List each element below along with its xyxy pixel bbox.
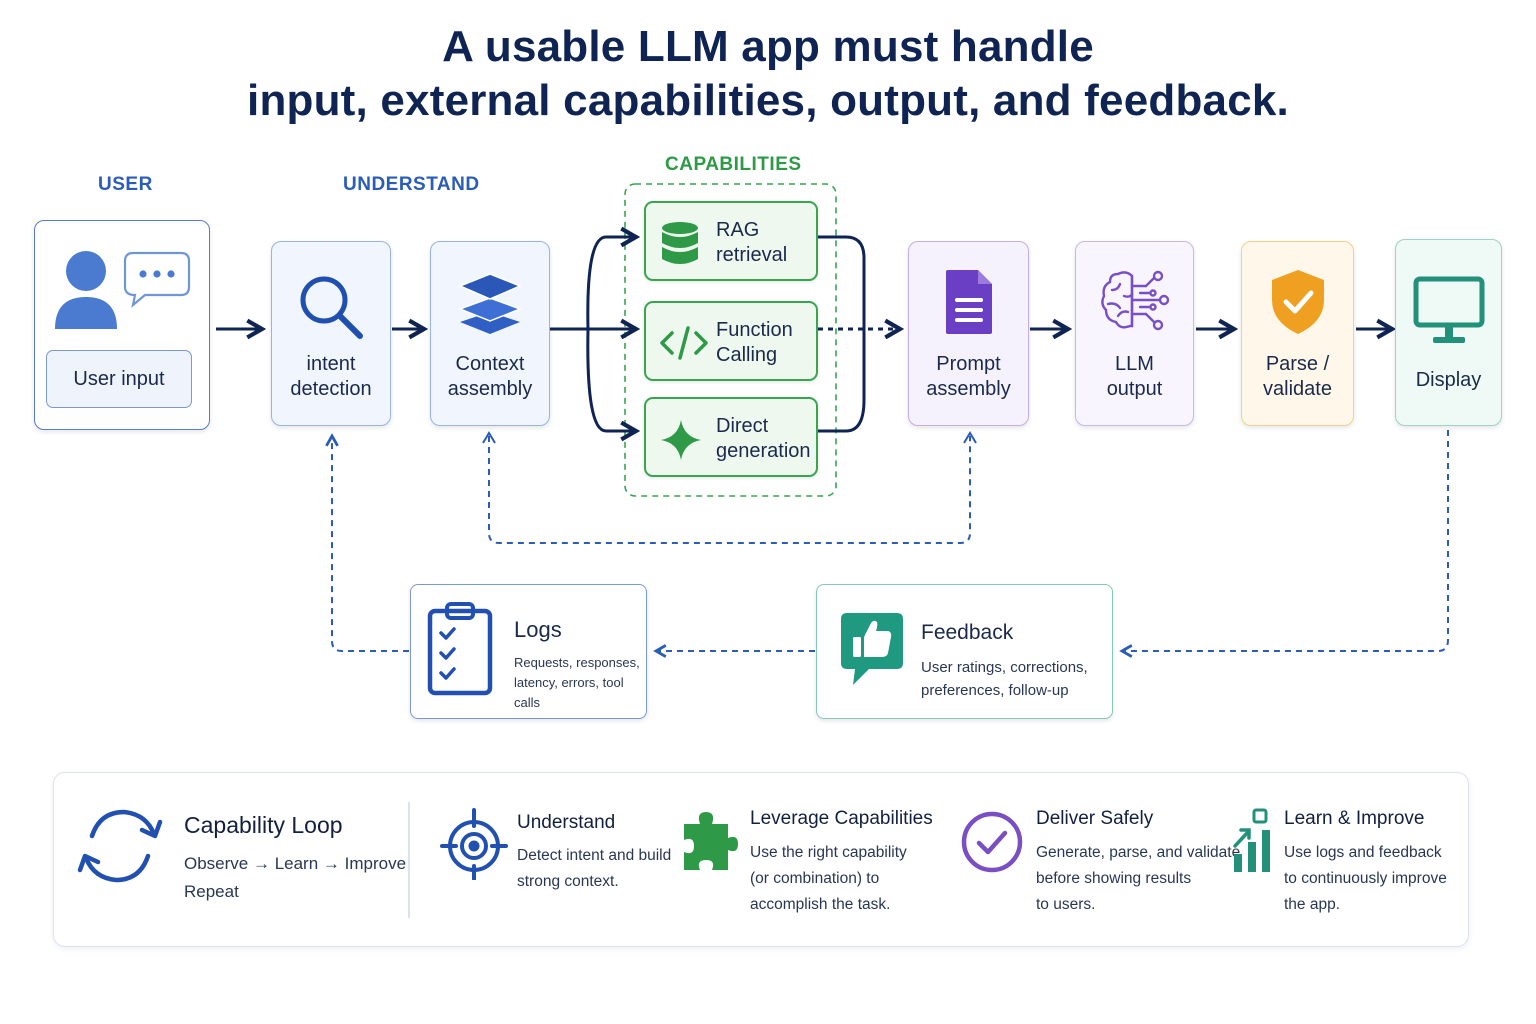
refresh-cycle-icon: [76, 806, 164, 891]
rag-label-line2: retrieval: [716, 244, 788, 266]
deliver-title: Deliver Safely: [1036, 808, 1154, 829]
context-assembly-line2: assembly: [447, 378, 533, 400]
page-title-line-2: input, external capabilities, output, an…: [247, 76, 1289, 125]
code-icon: [660, 325, 708, 366]
leverage-line3: accomplish the task.: [750, 896, 891, 913]
user-input-box[interactable]: User input: [46, 350, 192, 408]
logs-desc-line2: latency, errors, tool calls: [514, 675, 624, 710]
dashed-display-to-feedback: [1122, 430, 1449, 651]
check-circle-icon: [960, 808, 1024, 879]
thumbs-up-icon: [839, 611, 905, 692]
document-icon: [944, 268, 994, 341]
summary-panel: [53, 772, 1469, 947]
deliver-line3: to users.: [1036, 896, 1096, 913]
leverage-title: Leverage Capabilities: [750, 808, 933, 829]
prompt-assembly-line2: assembly: [926, 378, 1011, 400]
logs-desc-line1: Requests, responses,: [514, 655, 640, 670]
growth-chart-icon: [1232, 808, 1274, 879]
feedback-desc-line2: preferences, follow-up: [921, 682, 1069, 699]
intent-detection-line2: detection: [290, 378, 372, 400]
intent-detection-line1: intent: [306, 353, 356, 375]
deliver-line1: Generate, parse, and validate: [1036, 844, 1241, 861]
rag-label-line1: RAG: [716, 219, 760, 241]
parse-validate-line2: validate: [1263, 378, 1332, 400]
prompt-assembly-line1: Prompt: [936, 353, 1001, 375]
capabilities-group-border: [624, 183, 837, 497]
arrowhead-up-prompt: [963, 431, 977, 444]
monitor-icon: [1413, 276, 1485, 353]
llm-output-line2: output: [1106, 378, 1163, 400]
prompt-assembly-node: Prompt assembly: [908, 241, 1029, 426]
parse-validate-line1: Parse /: [1265, 353, 1330, 375]
context-assembly-line1: Context: [455, 353, 525, 375]
function-label-line1: Function: [716, 319, 793, 341]
direct-label-line1: Direct: [716, 415, 769, 437]
dashed-logs-to-intent: [332, 436, 409, 652]
feedback-desc-line1: User ratings, corrections,: [921, 659, 1088, 676]
capability-loop-title: Capability Loop: [184, 812, 343, 838]
parse-validate-node: Parse / validate: [1241, 241, 1354, 426]
feedback-card: Feedback User ratings, corrections, pref…: [816, 584, 1113, 719]
arrow-to-rag: [586, 237, 636, 330]
brain-circuit-icon: [1098, 268, 1172, 339]
section-label-capabilities: CAPABILITIES: [665, 154, 802, 175]
leverage-line1: Use the right capability: [750, 844, 907, 861]
logs-title: Logs: [514, 617, 562, 642]
user-node: User input: [34, 220, 210, 430]
display-node: Display: [1395, 239, 1502, 426]
puzzle-icon: [680, 808, 738, 879]
loop-context-prompt: [488, 436, 971, 544]
deliver-line2: before showing results: [1036, 870, 1192, 887]
direct-label-line2: generation: [716, 440, 811, 462]
display-label: Display: [1415, 369, 1482, 391]
database-icon: [660, 221, 700, 272]
logs-card: Logs Requests, responses, latency, error…: [410, 584, 647, 719]
llm-output-line1: LLM: [1115, 353, 1154, 375]
understand-line2: strong context.: [517, 873, 619, 890]
page-title-line-1: A usable LLM app must handle: [442, 22, 1094, 71]
clipboard-checklist-icon: [427, 601, 493, 702]
capability-rag-retrieval[interactable]: RAG retrieval: [644, 201, 818, 281]
capability-direct-generation[interactable]: Direct generation: [644, 397, 818, 477]
capability-function-calling[interactable]: Function Calling: [644, 301, 818, 381]
section-label-user: USER: [98, 174, 153, 195]
capability-loop-line1: Observe → Learn → Improve: [184, 854, 407, 873]
user-with-chat-bubble-icon: [53, 249, 193, 336]
layers-icon: [457, 272, 523, 341]
summary-divider: [408, 802, 410, 918]
target-icon: [440, 808, 508, 885]
understand-title: Understand: [517, 812, 616, 833]
intent-detection-node: intent detection: [271, 241, 391, 426]
leverage-line2: (or combination) to: [750, 870, 880, 887]
understand-line1: Detect intent and build: [517, 847, 672, 864]
learn-line2: to continuously improve: [1284, 870, 1447, 887]
shield-check-icon: [1269, 268, 1327, 341]
feedback-title: Feedback: [921, 621, 1014, 644]
learn-line3: the app.: [1284, 896, 1341, 913]
section-label-understand: UNDERSTAND: [343, 174, 480, 195]
arrowhead-up-context: [482, 431, 496, 444]
learn-title: Learn & Improve: [1284, 808, 1425, 829]
arrow-to-direct: [586, 328, 636, 431]
capability-loop-line2: Repeat: [184, 882, 239, 901]
context-assembly-node: Context assembly: [430, 241, 550, 426]
llm-output-node: LLM output: [1075, 241, 1194, 426]
sparkle-icon: [660, 419, 702, 466]
learn-line1: Use logs and feedback: [1284, 844, 1442, 861]
search-icon: [298, 274, 364, 345]
function-label-line2: Calling: [716, 344, 778, 366]
merge-bracket: [818, 235, 866, 433]
